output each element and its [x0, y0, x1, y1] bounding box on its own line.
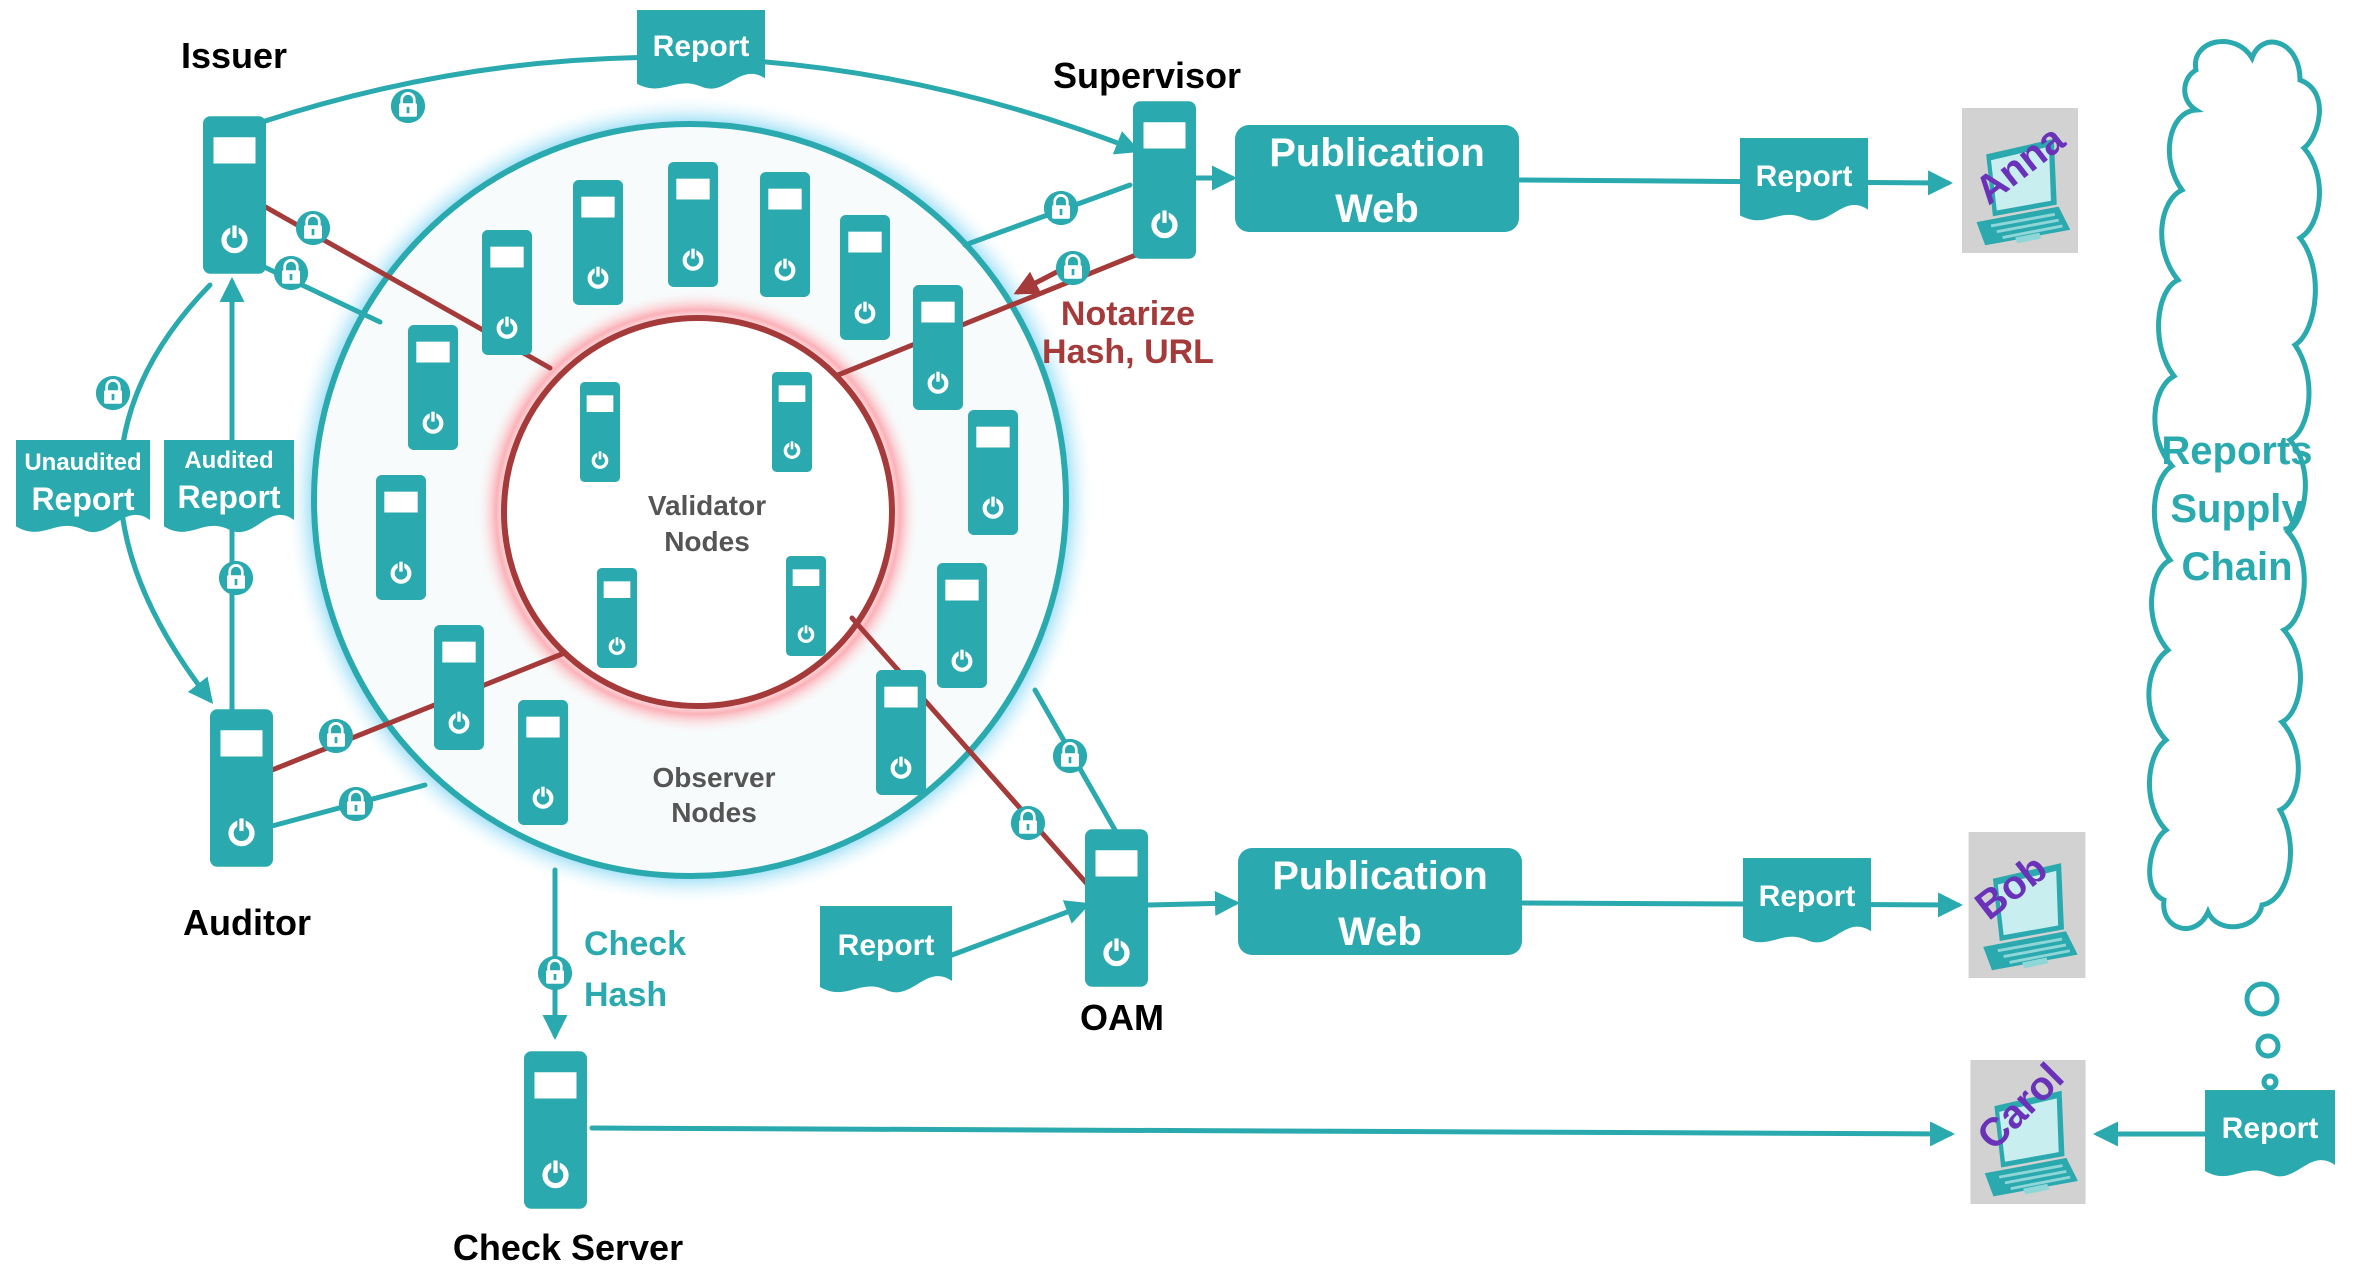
observer-node [482, 230, 532, 355]
lock-icon [1055, 250, 1091, 286]
oam-to-web-2 [1145, 890, 1240, 916]
lock-icon [1010, 805, 1046, 841]
svg-text:Publication: Publication [1272, 854, 1488, 898]
notarize-label: Hash, URL [1042, 333, 1214, 371]
report-into-oam [949, 900, 1091, 958]
supervisor-label: Supervisor [1053, 55, 1241, 96]
check-server-label: Check Server [453, 1227, 683, 1268]
lock-icon [338, 786, 374, 822]
validator-nodes-label: Nodes [664, 526, 750, 557]
supervisor-validator-link [835, 239, 1171, 378]
cloud-label: Chain [2181, 545, 2292, 589]
auditor-server-icon [210, 709, 273, 867]
observer-node [518, 700, 568, 825]
reports-supply-chain-cloud [2146, 39, 2322, 1091]
observer-node [573, 180, 623, 305]
validator-node [772, 372, 812, 472]
notarize-label: Notarize [1061, 295, 1195, 333]
svg-text:Report: Report [177, 479, 280, 515]
auditor-label: Auditor [183, 902, 311, 943]
lock-icon [318, 718, 354, 754]
cloud-label: Reports [2161, 429, 2312, 473]
user-anna: Anna [1960, 108, 2080, 253]
lock-icon [95, 375, 131, 411]
lock-icon [295, 210, 331, 246]
report-issuer-supervisor: Report [637, 10, 765, 89]
svg-text:Report: Report [838, 929, 935, 962]
cloud-label: Supply [2170, 487, 2304, 531]
check-hash-label: Check [584, 925, 686, 963]
observer-node [376, 475, 426, 600]
report-unaudited: Unaudited Report [16, 440, 150, 533]
web1-to-anna [1515, 170, 1953, 196]
user-bob: Bob [1967, 832, 2087, 978]
svg-text:Report: Report [31, 481, 134, 517]
check-server-icon [524, 1051, 587, 1209]
lock-icon [273, 255, 309, 291]
oam-label: OAM [1080, 997, 1164, 1038]
svg-text:Report: Report [1756, 160, 1853, 193]
observer-node [937, 563, 987, 688]
user-carol: Carol [1968, 1055, 2088, 1204]
lock-icon [218, 560, 254, 596]
observer-node [840, 215, 890, 340]
auditor-validator-link [269, 651, 565, 773]
svg-text:Unaudited: Unaudited [24, 449, 141, 476]
check-server-to-carol [589, 1121, 1955, 1147]
svg-text:Publication: Publication [1269, 131, 1485, 175]
validator-node [580, 382, 620, 482]
report-into-oam: Report [820, 906, 952, 993]
svg-text:Web: Web [1335, 187, 1419, 231]
lock-icon [1052, 738, 1088, 774]
observer-node [668, 162, 718, 287]
report-web-to-bob: Report [1743, 858, 1871, 943]
observer-node [434, 625, 484, 750]
lock-icon [390, 88, 426, 124]
check-hash-label: Hash [584, 976, 667, 1014]
observer-node [968, 410, 1018, 535]
lock-icon [1043, 190, 1079, 226]
issuer-label: Issuer [181, 35, 287, 76]
publication-web-1: Publication Web [1235, 125, 1519, 232]
svg-text:Report: Report [1759, 880, 1856, 913]
observer-nodes-label: Observer [653, 762, 776, 793]
observer-node [760, 172, 810, 297]
lock-icon [537, 955, 573, 991]
validator-nodes-label: Validator [648, 490, 766, 521]
web2-to-bob [1519, 892, 1963, 918]
report-web-to-anna: Report [1740, 138, 1868, 221]
observer-node [876, 670, 926, 795]
observer-node [913, 285, 963, 410]
svg-text:Report: Report [653, 30, 750, 63]
oam-validator-link [849, 615, 1091, 888]
supervisor-server-icon [1133, 101, 1196, 259]
publication-web-2: Publication Web [1238, 848, 1522, 955]
observer-node [408, 325, 458, 450]
validator-node [786, 556, 826, 656]
oam-server-icon [1085, 829, 1148, 987]
svg-text:Audited: Audited [184, 447, 273, 474]
report-audited: Audited Report [164, 440, 294, 533]
report-to-carol: Report [2205, 1090, 2335, 1177]
issuer-server-icon [203, 116, 266, 274]
svg-text:Report: Report [2222, 1112, 2319, 1145]
svg-text:Web: Web [1338, 910, 1422, 954]
observer-nodes-label: Nodes [671, 797, 757, 828]
validator-node [597, 568, 637, 668]
